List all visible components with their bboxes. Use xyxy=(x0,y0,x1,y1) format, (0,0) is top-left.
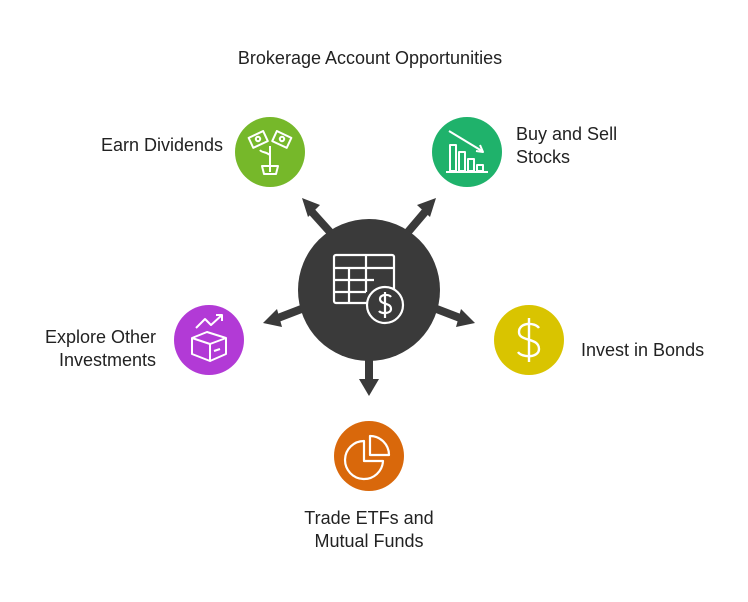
node-trade-etfs xyxy=(334,421,404,491)
label-line: Stocks xyxy=(516,147,571,167)
label-line: Invest in Bonds xyxy=(581,340,705,360)
label-explore-other: Explore Other Investments xyxy=(45,326,156,372)
box-growth-icon xyxy=(191,314,227,362)
label-earn-dividends: Earn Dividends xyxy=(101,134,223,157)
arrow-to-stocks xyxy=(404,198,436,235)
label-line: Earn Dividends xyxy=(100,135,223,155)
label-line: Explore Other xyxy=(44,327,156,347)
node-invest-bonds xyxy=(494,305,564,375)
connector-arrows xyxy=(263,198,475,396)
arrow-to-bonds xyxy=(432,304,475,327)
dollar-sign-icon xyxy=(517,318,541,362)
label-trade-etfs: Trade ETFs and Mutual Funds xyxy=(269,507,469,553)
node-explore-other xyxy=(174,305,244,375)
declining-bar-chart-icon xyxy=(446,130,488,173)
arrow-to-other xyxy=(263,304,306,327)
node-buy-sell-stocks xyxy=(432,117,502,187)
label-line: Buy and Sell xyxy=(516,124,618,144)
label-line: Investments xyxy=(58,350,156,370)
arrow-to-dividends xyxy=(302,198,333,235)
money-plant-icon xyxy=(247,130,293,175)
node-earn-dividends xyxy=(235,117,305,187)
diagram-title: Brokerage Account Opportunities xyxy=(237,48,503,68)
label-buy-sell-stocks: Buy and Sell Stocks xyxy=(516,123,617,169)
label-invest-bonds: Invest in Bonds xyxy=(581,339,704,362)
pie-chart-icon xyxy=(343,434,391,481)
label-line: Mutual Funds xyxy=(314,531,424,551)
spreadsheet-dollar-icon xyxy=(332,253,405,325)
hub-node xyxy=(298,219,440,361)
label-line: Trade ETFs and xyxy=(304,508,434,528)
